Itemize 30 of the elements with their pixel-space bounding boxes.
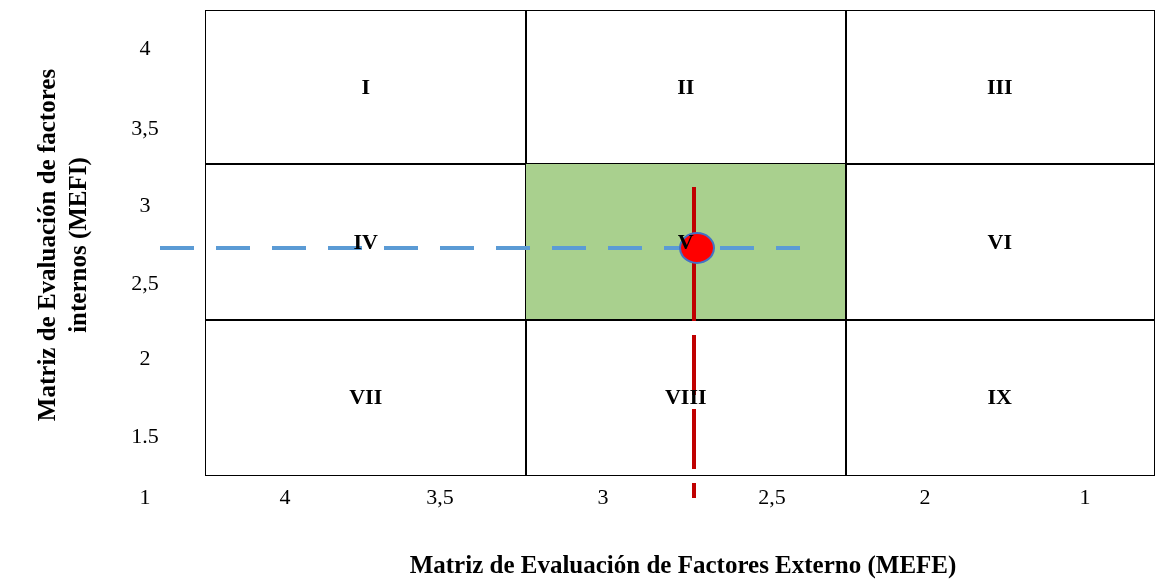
axis-tick-label: 1: [139, 483, 151, 511]
matrix-cell: [845, 319, 1155, 476]
quadrant-numeral: II: [677, 74, 695, 101]
matrix-cell: [205, 319, 527, 476]
quadrant-numeral: VI: [987, 228, 1012, 255]
axis-tick-label: 4: [279, 483, 291, 511]
matrix-cell: [845, 163, 1155, 321]
axis-title: Matriz de Evaluación de factores internos (MEFI): [31, 67, 92, 424]
quadrant-numeral: IX: [987, 384, 1012, 411]
axis-tick-label: 4: [139, 34, 151, 62]
axis-tick-label: 3,5: [426, 483, 454, 511]
axis-tick-label: 3,5: [131, 114, 159, 142]
quadrant-numeral: IV: [353, 228, 378, 255]
axis-tick-label: 2,5: [758, 483, 786, 511]
axis-tick-label: 3: [139, 191, 151, 219]
quadrant-numeral: VII: [349, 384, 383, 411]
axis-tick-label: 2,5: [131, 269, 159, 297]
matrix-cell: [845, 10, 1155, 165]
quadrant-numeral: III: [986, 74, 1013, 101]
matrix-cell: [525, 319, 847, 476]
axis-tick-label: 3: [597, 483, 609, 511]
axis-title: Matriz de Evaluación de Factores Externo (MEFE): [409, 550, 957, 579]
matrix-cell: [205, 10, 527, 165]
axis-tick-label: 1.5: [131, 422, 159, 450]
axis-tick-label: 1: [1079, 483, 1091, 511]
quadrant-numeral: VIII: [664, 384, 707, 411]
highlighted-matrix-cell: [525, 163, 847, 321]
quadrant-numeral: I: [361, 74, 371, 101]
axis-tick-label: 2: [919, 483, 931, 511]
axis-tick-label: 2: [139, 344, 151, 372]
